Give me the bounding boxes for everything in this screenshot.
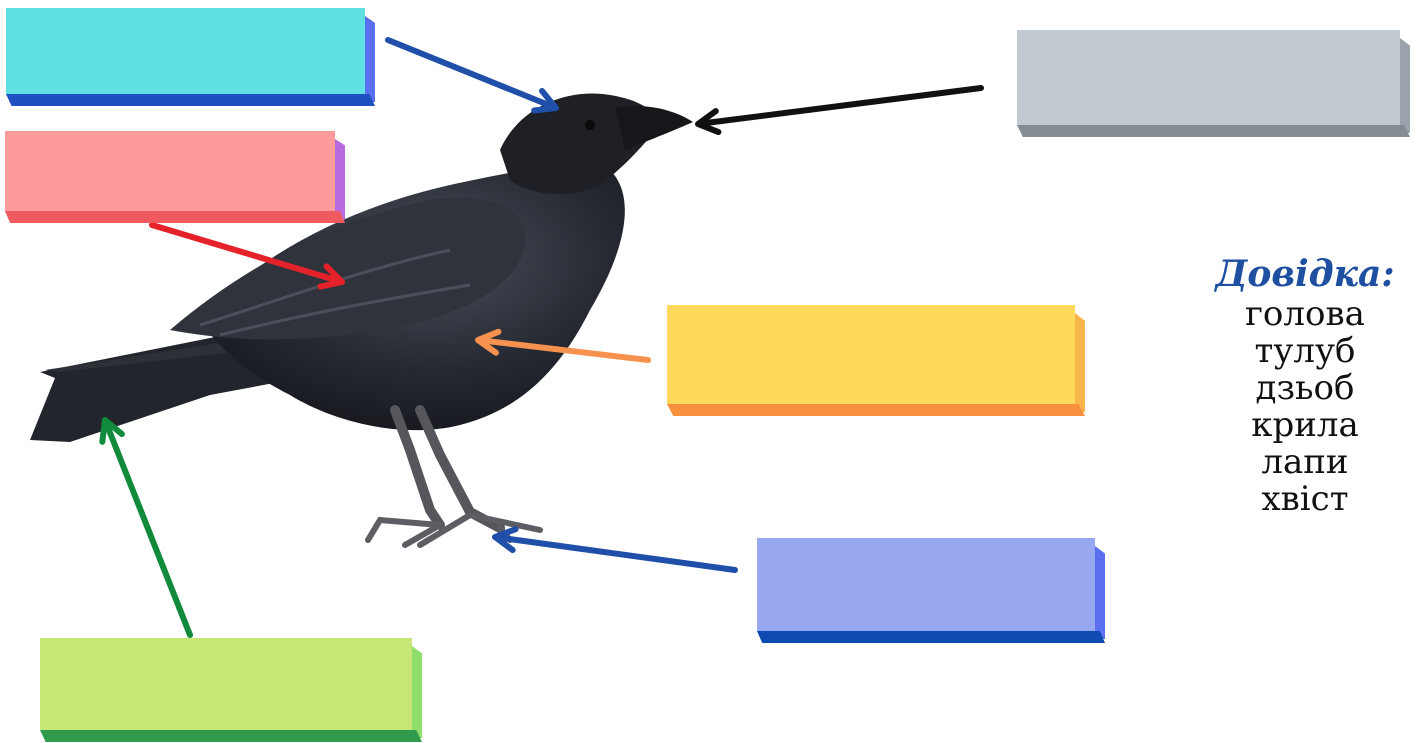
arrow-wings-line [149,222,340,284]
arrow-body-line [480,337,651,363]
label-box-beak[interactable] [1017,30,1410,137]
label-box-bottom [5,211,345,223]
label-box-side [365,16,375,102]
crow-beak [615,105,693,150]
reference-word-head: голова [1245,294,1365,334]
arrows [99,37,984,638]
label-box-tail[interactable] [40,638,422,742]
label-box-face [5,131,335,211]
reference-word-wings: крила [1251,405,1359,445]
label-box-side [1400,38,1410,133]
reference-word-tail: хвіст [1261,479,1349,519]
label-box-face [667,305,1075,404]
label-box-face [6,8,365,94]
arrow-tail-head [99,417,125,445]
label-box-wings[interactable] [5,131,345,223]
crow-wing [170,197,526,340]
crow-eye [585,120,595,130]
crow-feet [365,512,543,548]
label-box-bottom [667,404,1085,416]
arrow-beak-line [700,85,984,127]
reference-word-beak: дзьоб [1255,368,1355,408]
reference-word-body: тулуб [1254,331,1356,371]
label-box-side [335,139,345,219]
arrow-body-head [475,328,502,356]
label-box-face [40,638,412,730]
arrow-tail-line [104,422,193,638]
label-box-side [1075,313,1085,412]
reference-title: Довідка: [1215,253,1395,295]
arrow-beak-head [695,108,722,136]
label-box-bottom [757,631,1105,643]
crow-tail [30,330,290,442]
label-box-face [1017,30,1400,125]
arrow-feet-head [492,526,519,554]
label-box-feet[interactable] [757,538,1105,643]
arrow-feet-line [497,534,738,573]
label-box-head[interactable] [6,8,375,106]
label-box-side [412,646,422,738]
reference-word-feet: лапи [1261,442,1349,482]
label-box-face [757,538,1095,631]
label-box-bottom [1017,125,1410,137]
label-box-bottom [6,94,375,106]
reference-list: Довідка: голова тулуб дзьоб крила лапи х… [1205,252,1405,518]
arrow-head-line [385,37,554,109]
arrow-wings-head [317,263,345,290]
arrow-head-head [531,87,559,114]
label-box-side [1095,546,1105,639]
label-box-body[interactable] [667,305,1085,416]
label-box-bottom [40,730,422,742]
